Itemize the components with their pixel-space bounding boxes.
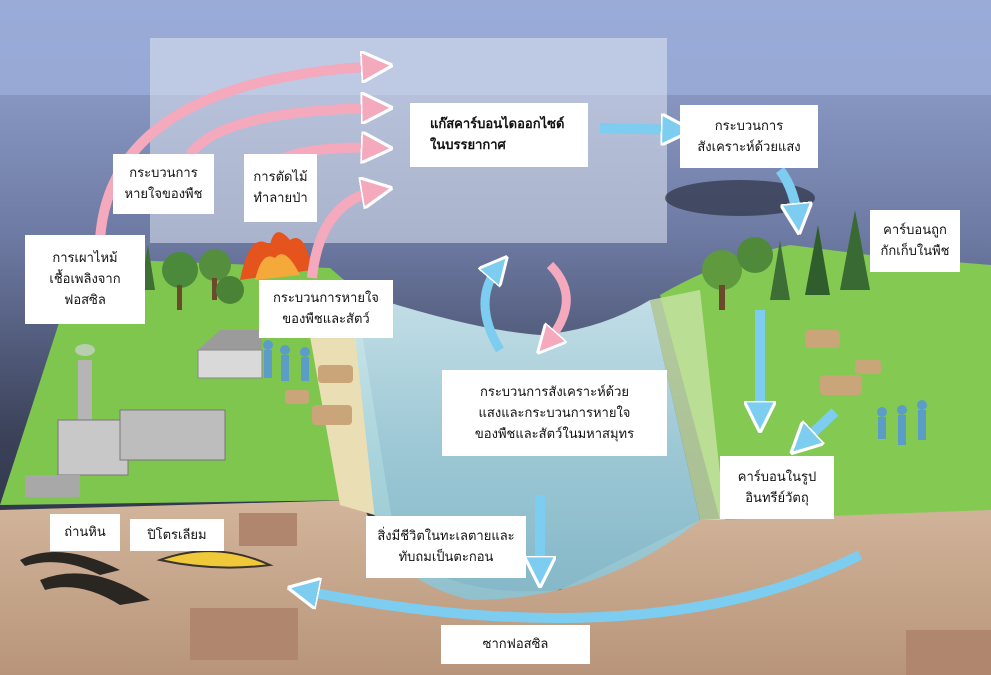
blank-label-box bbox=[190, 608, 298, 660]
ocean-processes-label: กระบวนการสังเคราะห์ด้วย แสงและกระบวนการห… bbox=[442, 370, 667, 456]
photosynthesis-arrow bbox=[600, 128, 680, 130]
blank-label-box bbox=[906, 630, 991, 675]
plant-respiration-label: กระบวนการ หายใจของพืช bbox=[113, 154, 214, 214]
fossil-burning-label: การเผาไหม้ เชื้อเพลิงจาก ฟอสซิล bbox=[25, 235, 145, 324]
coal-label: ถ่านหิน bbox=[50, 514, 120, 551]
blank-label-box bbox=[239, 513, 297, 546]
plant-animal-respiration-label: กระบวนการหายใจ ของพืชและสัตว์ bbox=[259, 280, 393, 338]
marine-deposit-label: สิ่งมีชีวิตในทะเลตายและ ทับถมเป็นตะกอน bbox=[366, 516, 526, 578]
co2-atmosphere-label: แก๊สคาร์บอนไดออกไซด์ ในบรรยากาศ bbox=[410, 103, 588, 167]
carbon-in-plants-label: คาร์บอนถูก กักเก็บในพืช bbox=[870, 210, 960, 272]
petroleum-label: ปิโตรเลียม bbox=[130, 519, 224, 551]
organic-carbon-label: คาร์บอนในรูป อินทรีย์วัตถุ bbox=[720, 456, 834, 519]
photosynthesis-label: กระบวนการ สังเคราะห์ด้วยแสง bbox=[680, 105, 818, 168]
deforestation-label: การตัดไม้ ทำลายป่า bbox=[244, 154, 317, 222]
fossil-remains-label: ซากฟอสซิล bbox=[441, 625, 590, 664]
sky-light-panel bbox=[150, 38, 667, 243]
